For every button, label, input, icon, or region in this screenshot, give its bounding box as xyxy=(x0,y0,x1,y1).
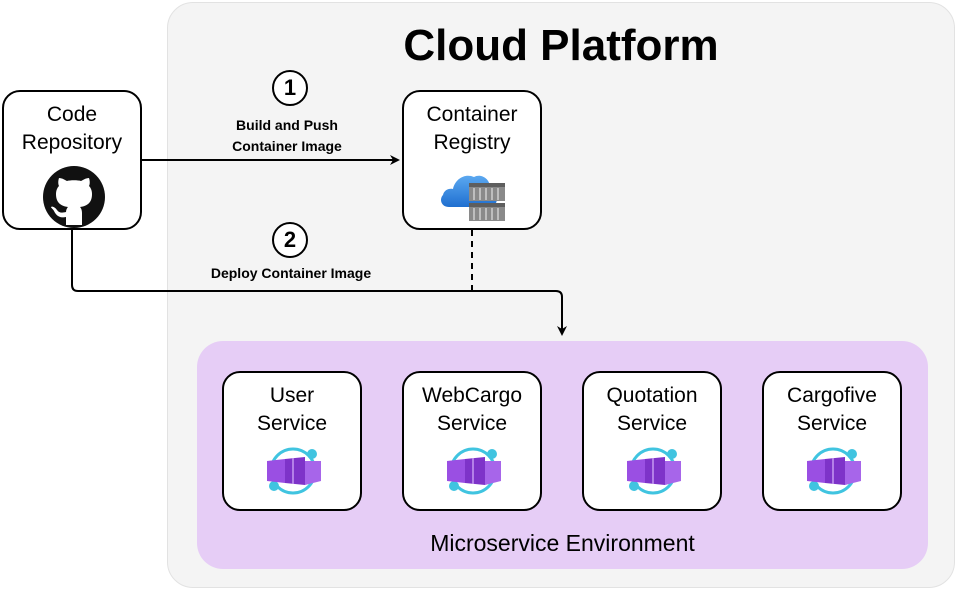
container-registry-icon xyxy=(441,175,505,221)
service-label: User Service xyxy=(256,384,328,435)
deploy-arrow xyxy=(71,230,567,336)
service-box-user: User Service xyxy=(222,371,362,511)
repository-label: Code Repository xyxy=(21,103,123,154)
container-app-icon xyxy=(807,447,861,495)
environment-label: Microservice Environment xyxy=(430,530,695,556)
container-app-icon xyxy=(627,447,681,495)
step-2-label: Deploy Container Image xyxy=(210,265,372,281)
registry-label: Container Registry xyxy=(426,103,518,154)
container-app-icon xyxy=(447,447,501,495)
service-label: WebCargo Service xyxy=(422,384,522,435)
code-repository-box: Code Repository xyxy=(2,90,142,230)
step-1-label: Build and Push Container Image xyxy=(232,117,342,154)
step-2-marker: 2 xyxy=(272,222,308,258)
service-label: Cargofive Service xyxy=(787,384,877,435)
container-app-icon xyxy=(267,447,321,495)
container-registry-box: Container Registry xyxy=(402,90,542,230)
service-box-quotation: Quotation Service xyxy=(582,371,722,511)
service-box-webcargo: WebCargo Service xyxy=(402,371,542,511)
platform-title: Cloud Platform xyxy=(403,21,719,70)
github-icon xyxy=(43,166,105,228)
step-1-marker: 1 xyxy=(272,70,308,106)
service-box-cargofive: Cargofive Service xyxy=(762,371,902,511)
service-label: Quotation Service xyxy=(606,384,698,435)
